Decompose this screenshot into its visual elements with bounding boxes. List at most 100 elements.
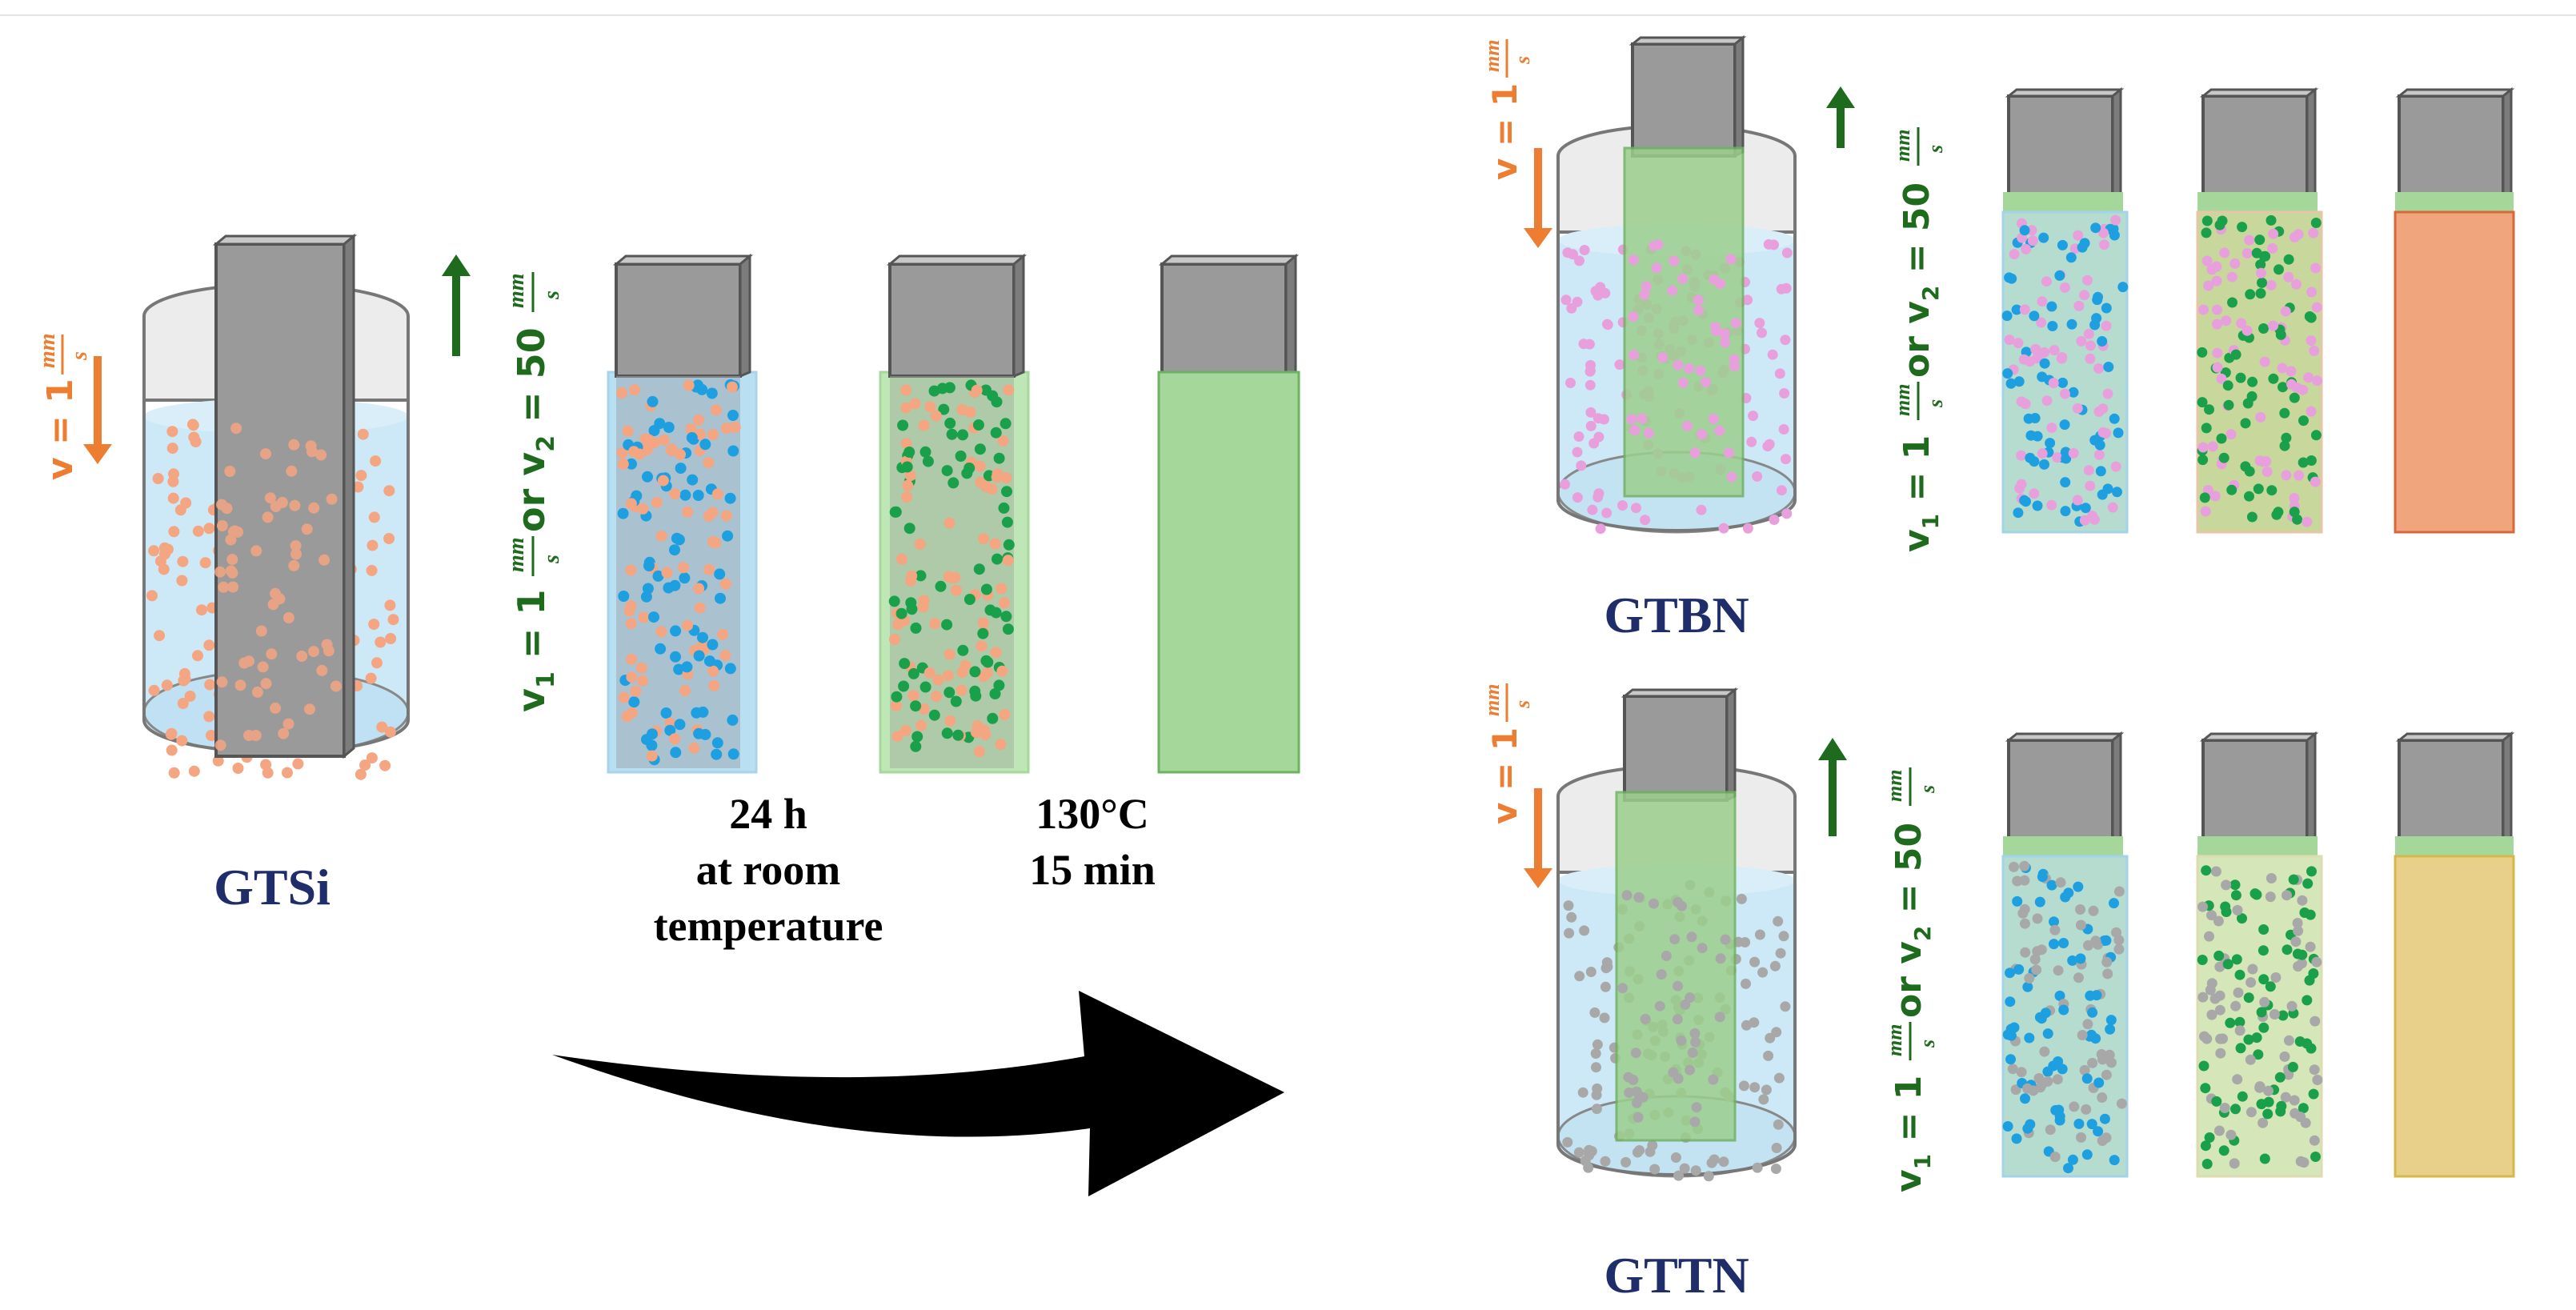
particle [1563, 900, 1574, 911]
particle [687, 474, 699, 486]
particle [999, 709, 1011, 721]
particle [2280, 1092, 2291, 1103]
particle [2107, 502, 2118, 513]
particle [2211, 261, 2222, 272]
particle [2243, 992, 2254, 1004]
particle [905, 575, 916, 587]
particle [670, 651, 681, 663]
particle [703, 563, 715, 575]
particle [1775, 947, 1786, 959]
gtsi-substrate-coated-green [879, 253, 1030, 774]
particle [2251, 247, 2262, 258]
particle [2237, 1091, 2248, 1102]
particle [694, 602, 706, 614]
particle [2200, 1083, 2211, 1094]
particle [2011, 304, 2022, 315]
particle [711, 488, 723, 500]
particle [2087, 1057, 2098, 1068]
particle [288, 439, 300, 451]
particle [628, 696, 640, 708]
gttn-withdraw-speed: v1 = 1 mm s or v2 = 50 mm s [1883, 767, 1939, 1192]
particle [1643, 427, 1654, 439]
particle [2005, 967, 2015, 979]
particle [674, 719, 686, 731]
particle [176, 575, 188, 587]
particle [2304, 311, 2315, 322]
particle [379, 759, 391, 771]
particle [929, 618, 941, 630]
particle [1780, 335, 1791, 346]
particle [2005, 378, 2017, 389]
particle [2253, 1049, 2264, 1060]
particle [2308, 968, 2319, 979]
particle [2310, 262, 2322, 274]
particle [2241, 325, 2253, 336]
particle [707, 429, 719, 441]
particle [891, 731, 903, 743]
particle [148, 684, 160, 696]
particle [635, 662, 647, 674]
particle [1585, 407, 1596, 418]
particle [1676, 1035, 1687, 1046]
particle [2076, 1132, 2086, 1143]
particle [2083, 939, 2093, 951]
particle [250, 545, 262, 557]
particle [944, 715, 956, 727]
particle [1781, 282, 1792, 294]
particle [1588, 438, 1600, 449]
particle [1640, 515, 1651, 526]
particle [1725, 254, 1737, 265]
particle [2009, 861, 2019, 872]
particle [918, 703, 930, 715]
particle [2048, 378, 2059, 389]
particle [2266, 279, 2277, 290]
particle [2049, 1152, 2061, 1163]
gttn-label: GTTN [1604, 1247, 1749, 1304]
particle [2237, 913, 2247, 924]
particle [355, 470, 367, 482]
particle [630, 685, 642, 697]
particle [264, 492, 276, 504]
particle [1602, 318, 1613, 330]
particle [675, 448, 686, 460]
particle [2068, 387, 2079, 398]
svg-text:s: s [67, 351, 92, 361]
particle [1649, 1164, 1661, 1175]
particle [950, 695, 962, 707]
particle [2019, 304, 2030, 315]
particle [2079, 290, 2090, 301]
particle [717, 628, 728, 640]
particle [2025, 1119, 2036, 1130]
particle [192, 650, 203, 662]
particle [897, 419, 909, 431]
particle [2254, 1082, 2266, 1093]
particle [2283, 271, 2294, 282]
particle [282, 718, 294, 730]
particle [262, 767, 274, 779]
particle [2256, 267, 2266, 278]
particle [230, 423, 242, 435]
particle [2212, 318, 2222, 330]
particle [2087, 1007, 2098, 1018]
particle [2260, 250, 2271, 262]
particle [646, 739, 658, 751]
particle [915, 719, 927, 731]
particle [1748, 411, 1759, 422]
particle [2306, 455, 2317, 466]
particle [226, 554, 238, 566]
particle [2197, 992, 2209, 1003]
particle [1584, 379, 1596, 391]
particle [1776, 485, 1787, 496]
particle [2225, 429, 2237, 440]
particle [711, 748, 723, 760]
particle [2256, 1099, 2267, 1110]
particle [270, 587, 281, 599]
particle [2041, 276, 2052, 287]
particle [2053, 965, 2064, 976]
particle [276, 496, 288, 508]
particle [2262, 1108, 2274, 1120]
particle [1579, 925, 1590, 936]
particle [1673, 1170, 1684, 1181]
particle [2201, 215, 2213, 226]
